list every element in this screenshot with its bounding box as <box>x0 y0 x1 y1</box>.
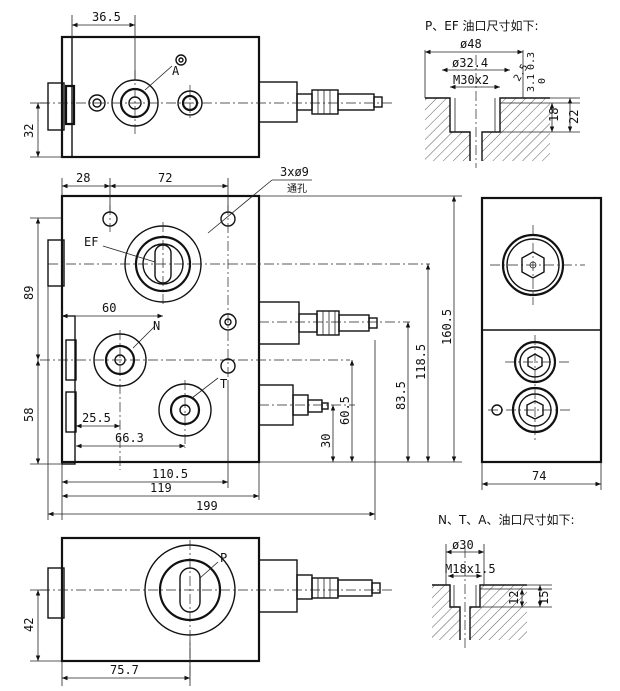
front-view-cartridge-upper <box>258 301 378 345</box>
dim-66-3: 66.3 <box>115 431 144 445</box>
detail-n-t-a-d15: 15 <box>537 591 551 605</box>
detail-n-t-a: N、T、A、油口尺寸如下: ø30 M18x1.5 12 15 <box>432 512 575 648</box>
detail-n-t-a-thread: M18x1.5 <box>445 562 496 576</box>
dim-30: 30 <box>319 434 333 448</box>
port-p-label: P <box>220 551 227 565</box>
detail-n-t-a-d30: ø30 <box>452 538 474 552</box>
dim-72: 72 <box>158 171 172 185</box>
dim-199: 199 <box>196 499 218 513</box>
detail-p-ef-d32-4: ø32.4 <box>452 56 488 70</box>
bottom-view: P 42 75.7 <box>22 536 395 686</box>
dim-60: 60 <box>102 301 116 315</box>
detail-n-t-a-d12: 12 <box>507 591 521 605</box>
dim-58: 58 <box>22 408 36 422</box>
top-view: A 36.5 32 <box>22 10 395 159</box>
dim-74: 74 <box>532 469 546 483</box>
top-view-cartridge <box>258 81 383 123</box>
side-view: 74 <box>480 196 603 490</box>
dim-110-5: 110.5 <box>152 467 188 481</box>
front-view: EF N T 3xø9 通孔 28 72 89 58 60 25.5 66.3 <box>22 165 462 520</box>
dim-42: 42 <box>22 618 36 632</box>
dim-28: 28 <box>76 171 90 185</box>
top-view-left-plug <box>47 82 65 131</box>
port-ef-label: EF <box>84 235 98 249</box>
dim-60-5: 60.5 <box>338 396 352 425</box>
detail-p-ef-d3-1: 3.1 <box>526 74 537 92</box>
dim-83-5: 83.5 <box>394 381 408 410</box>
detail-p-ef-d48: ø48 <box>460 37 482 51</box>
detail-p-ef-thread: M30x2 <box>453 73 489 87</box>
dim-25-5: 25.5 <box>82 411 111 425</box>
detail-n-t-a-title: N、T、A、油口尺寸如下: <box>438 512 575 527</box>
port-n-label: N <box>153 319 160 333</box>
dim-119: 119 <box>150 481 172 495</box>
port-t-outer <box>158 383 212 437</box>
detail-p-ef: P、EF 油口尺寸如下: ø48 ø32.4 M30x2 2.5 0.3 3.1… <box>424 18 581 168</box>
dim-160-5: 160.5 <box>440 309 454 345</box>
dim-75-7: 75.7 <box>110 663 139 677</box>
through-holes-note: 通孔 <box>287 183 307 195</box>
port-t-label: T <box>220 377 227 391</box>
through-holes-label: 3xø9 <box>280 165 309 179</box>
detail-p-ef-d18: 18 <box>547 108 561 122</box>
dim-36-5: 36.5 <box>92 10 121 24</box>
detail-p-ef-title: P、EF 油口尺寸如下: <box>425 18 539 33</box>
detail-p-ef-d0-3: 0.3 <box>526 52 537 70</box>
dim-89: 89 <box>22 286 36 300</box>
detail-p-ef-d22: 22 <box>567 110 581 124</box>
port-a-label: A <box>172 64 180 78</box>
dim-118-5: 118.5 <box>414 344 428 380</box>
detail-p-ef-d0: 0 <box>537 78 548 84</box>
dim-32: 32 <box>22 124 36 138</box>
